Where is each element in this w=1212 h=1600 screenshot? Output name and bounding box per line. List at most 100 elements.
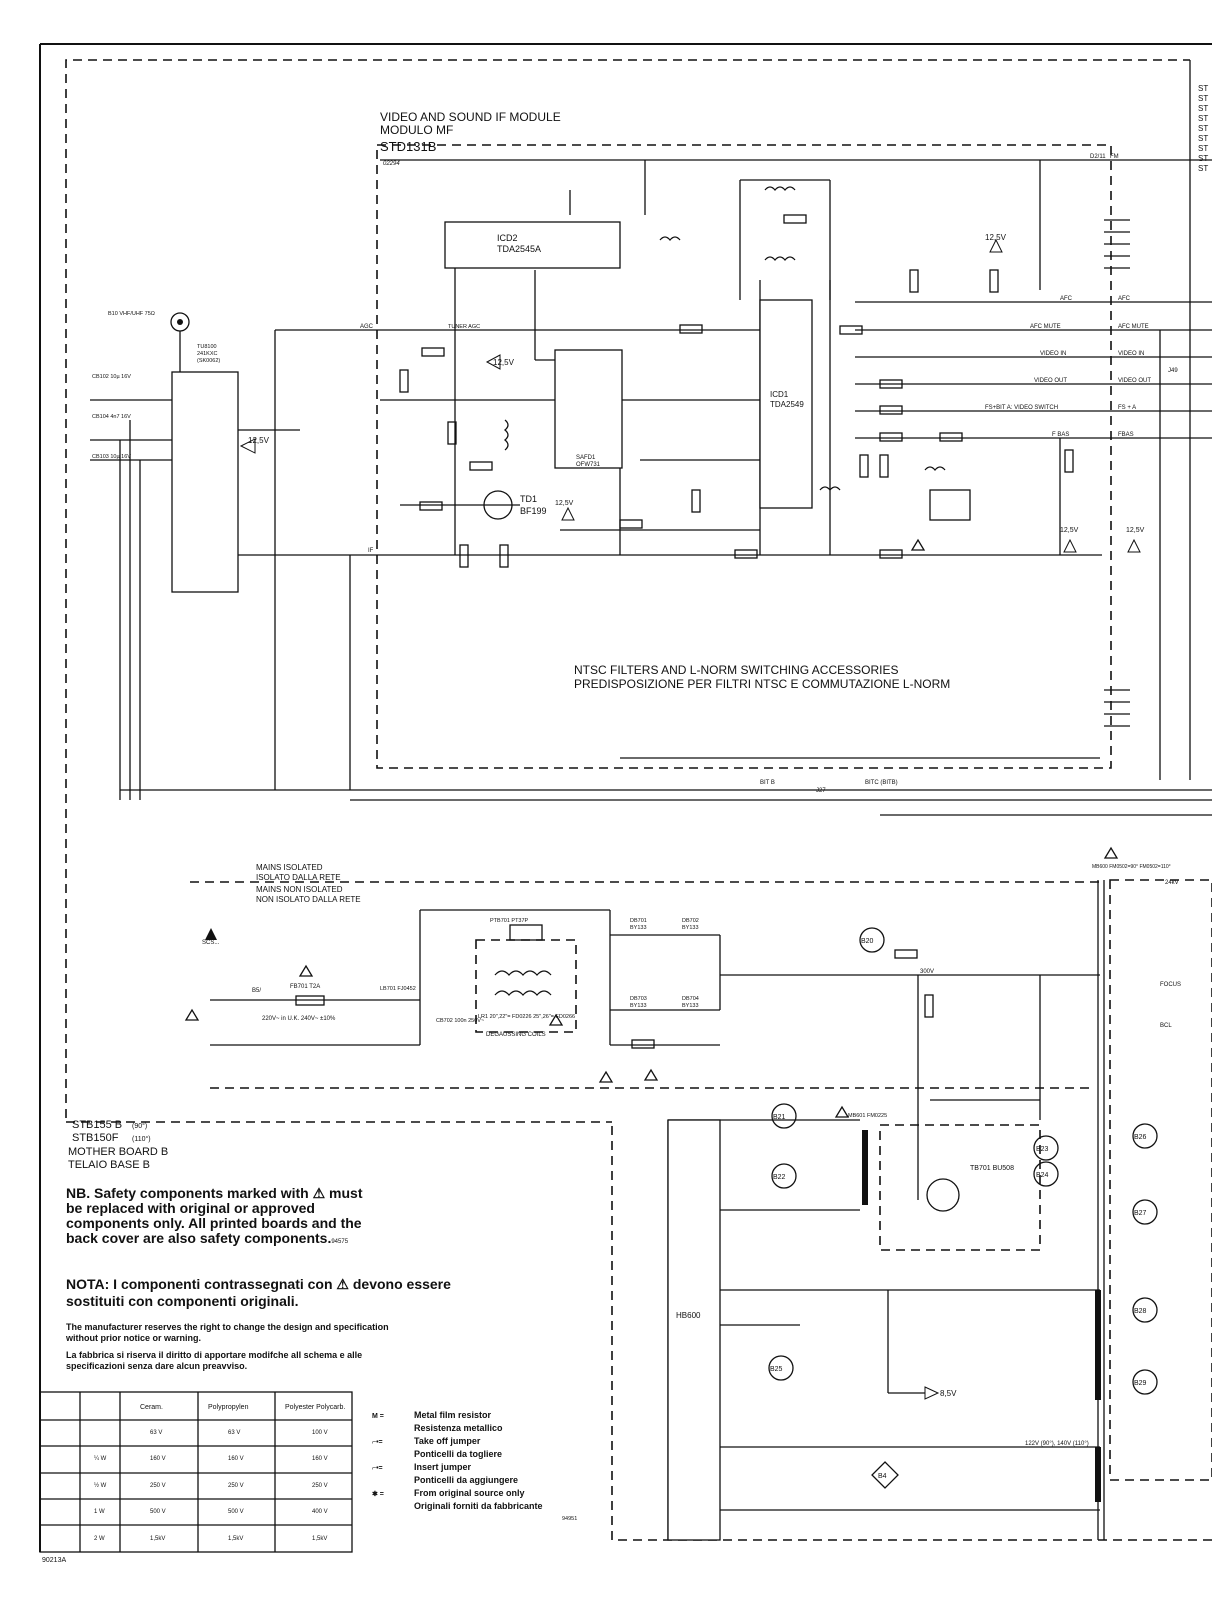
supply-label: 12,5V	[555, 500, 574, 507]
tuner-type: 241KXC	[197, 351, 218, 357]
svg-text:¼ W: ¼ W	[94, 1456, 107, 1462]
board-mother-en: MOTHER BOARD B	[68, 1146, 168, 1158]
mains-non-it: NON ISOLATO DALLA RETE	[256, 895, 361, 904]
module-coils	[503, 186, 946, 492]
legend-col-ceram: Ceram.	[140, 1404, 163, 1411]
node-b24-label: B24	[1036, 1172, 1049, 1179]
safety-note-en-text: NB. Safety components marked with ⚠ must…	[66, 1185, 363, 1246]
safd1-box	[554, 349, 623, 469]
afc-mute-label: AFC MUTE	[1030, 324, 1061, 330]
node-b21	[771, 1103, 797, 1129]
svg-text:250 V: 250 V	[312, 1483, 328, 1489]
node-b28	[1132, 1297, 1158, 1323]
db701-type: BY133	[630, 925, 647, 931]
svg-text:250 V: 250 V	[150, 1483, 166, 1489]
board-stb155: STB155 B	[72, 1119, 122, 1131]
legend-ref: 94951	[562, 1516, 577, 1522]
td1-transistor	[483, 490, 513, 520]
safety-note-en: NB. Safety components marked with ⚠ must…	[66, 1186, 366, 1250]
j27-label: J27	[816, 788, 826, 794]
supply-122-label: 122V (90°), 140V (110°)	[1025, 1441, 1089, 1447]
board-stb150-deg: (110°)	[132, 1135, 151, 1143]
ptc-thermistor	[509, 924, 543, 941]
video-in-label: VIDEO IN	[1040, 351, 1066, 357]
svg-text:160 V: 160 V	[150, 1456, 166, 1462]
node-b4-label: B4	[878, 1473, 887, 1480]
svg-text:Originali forniti da fabbrican: Originali forniti da fabbricante	[414, 1501, 543, 1511]
node-b29	[1132, 1369, 1158, 1395]
b5-label: B5/	[252, 988, 261, 994]
node-b25	[768, 1355, 794, 1381]
mb601-label: MB601 FM0225	[848, 1113, 887, 1119]
db703-name: DB703	[630, 996, 647, 1002]
warning-icon	[1103, 846, 1119, 859]
svg-text:250 V: 250 V	[228, 1483, 244, 1489]
svg-text:500 V: 500 V	[228, 1509, 244, 1515]
tuner-alt: (SK0062)	[197, 358, 220, 364]
voltage-label: 220V~ in U.K. 240V~ ±10%	[262, 1016, 336, 1022]
focus-label: FOCUS	[1160, 982, 1181, 988]
j49-label: J49	[1168, 368, 1178, 374]
svg-text:⌐•=: ⌐•=	[372, 1465, 383, 1472]
right-connectors	[1102, 60, 1212, 780]
if-label: IF	[368, 548, 374, 554]
legend-col-polyester: Polyester Polycarb.	[285, 1404, 345, 1411]
warning-icon	[910, 538, 926, 551]
svg-text:Take off jumper: Take off jumper	[414, 1436, 481, 1446]
svg-text:1,5kV: 1,5kV	[150, 1536, 165, 1542]
supply-300-label: 300V	[920, 969, 934, 975]
icd1-box	[759, 299, 813, 509]
icd2-type: TDA2545A	[497, 244, 541, 254]
svg-text:1,5kV: 1,5kV	[312, 1536, 327, 1542]
svg-text:Ponticelli da aggiungere: Ponticelli da aggiungere	[414, 1475, 518, 1485]
node-b22	[771, 1163, 797, 1189]
db702-name: DB702	[682, 918, 699, 924]
node-b4	[871, 1461, 899, 1489]
svg-text:1,5kV: 1,5kV	[228, 1536, 243, 1542]
legend-table-grid	[39, 1391, 353, 1553]
warning-icon	[643, 1068, 659, 1081]
tuner-agc-label: TUNER AGC	[448, 324, 480, 330]
bcl-label: BCL	[1160, 1023, 1172, 1029]
node-b25-label: B25	[770, 1366, 783, 1373]
afc-mute-label-2: AFC MUTE	[1118, 324, 1149, 330]
video-out-label: VIDEO OUT	[1034, 378, 1067, 384]
svg-text:63 V: 63 V	[228, 1430, 240, 1436]
afc-label-2: AFC	[1118, 296, 1131, 302]
td1-type: BF199	[520, 506, 547, 516]
svg-text:Resistenza metallico: Resistenza metallico	[414, 1423, 503, 1433]
warning-icon	[834, 1105, 850, 1118]
right-transformers	[862, 879, 1212, 1540]
cb102-label: CB102 10µ 16V	[92, 374, 131, 380]
warning-icon	[184, 1008, 200, 1021]
cb104-label: CB104 4n7 16V	[92, 414, 131, 420]
ntsc-note-it: PREDISPOSIZIONE PER FILTRI NTSC E COMMUT…	[574, 677, 950, 691]
svg-text:½ W: ½ W	[94, 1482, 107, 1489]
ptc-label: PTB701 PT37P	[490, 918, 529, 924]
antenna-label: B10 VHF/UHF 75Ω	[108, 311, 155, 317]
rights-note-en: The manufacturer reserves the right to c…	[66, 1322, 389, 1343]
fs-a-label: FS + A	[1118, 405, 1136, 411]
tb701-label: TB701 BU508	[970, 1165, 1014, 1172]
bus-lines	[119, 420, 1212, 816]
node-b20	[859, 927, 885, 953]
video-in-label-2: VIDEO IN	[1118, 351, 1144, 357]
icd1-type: TDA2549	[770, 400, 804, 409]
node-b24	[1033, 1161, 1059, 1187]
warning-icons	[184, 538, 1119, 1118]
degauss-label: DEGAUSSING COILS	[486, 1032, 546, 1038]
hb600-label: HB600	[676, 1311, 701, 1320]
mains-iso-en: MAINS ISOLATED	[256, 863, 323, 872]
svg-text:✱ =: ✱ =	[372, 1490, 384, 1498]
warning-icon	[548, 1013, 564, 1026]
safd1-type: OFW731	[576, 462, 601, 468]
cb702-label: CB702 100n 250V~	[436, 1018, 484, 1024]
svg-text:Ponticelli da togliere: Ponticelli da togliere	[414, 1449, 502, 1459]
fbas-label-2: FBAS	[1118, 432, 1134, 438]
svg-text:160 V: 160 V	[228, 1456, 244, 1462]
module-wiring	[274, 159, 1102, 790]
scs-label: SCS...	[202, 940, 220, 946]
rb704	[924, 994, 934, 1018]
rb702	[631, 1039, 655, 1049]
